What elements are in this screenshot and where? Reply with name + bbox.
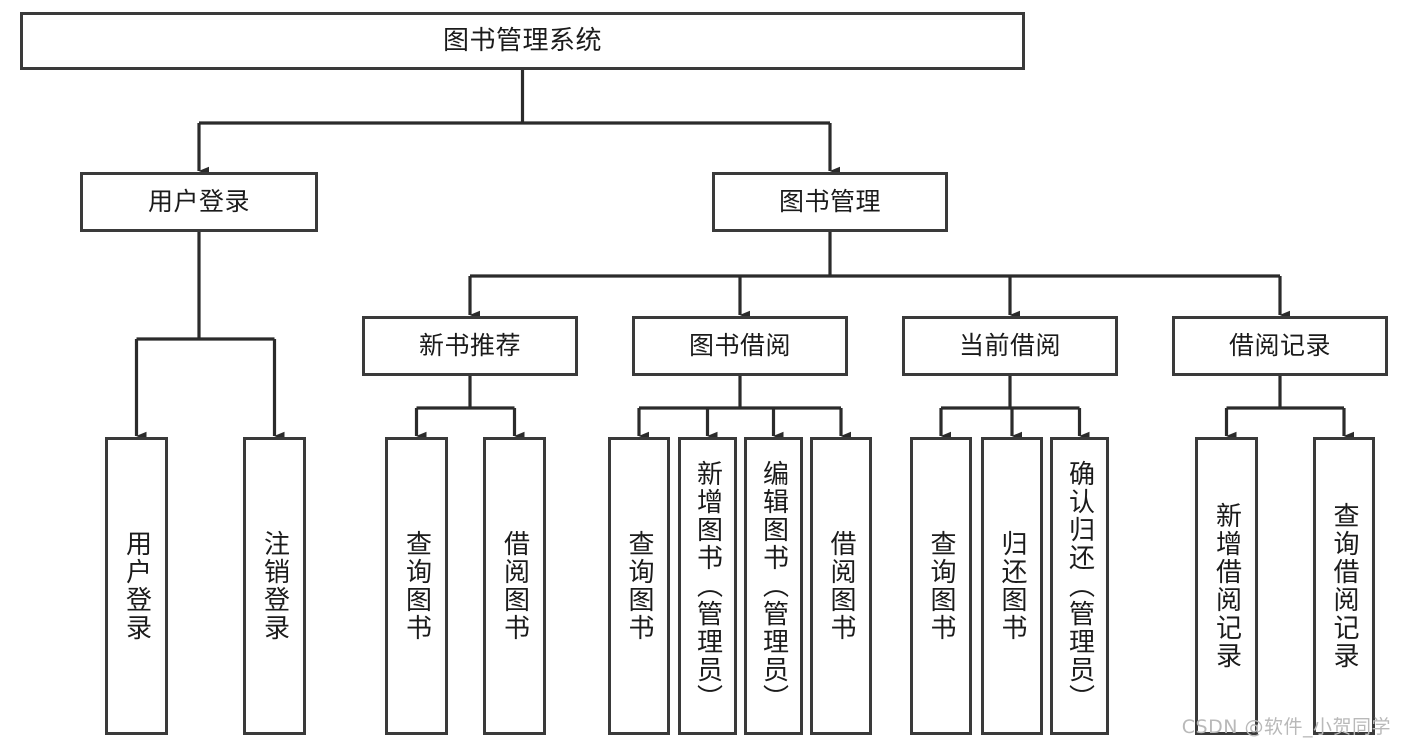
node-label: 图书管理 xyxy=(778,187,881,217)
node-leaf-edit-book[interactable]: 编辑图书（管理员） xyxy=(744,437,803,735)
node-root[interactable]: 图书管理系统 xyxy=(20,12,1025,70)
node-leaf-query-book-rec[interactable]: 查询图书 xyxy=(385,437,448,735)
node-book-borrow[interactable]: 图书借阅 xyxy=(632,316,848,376)
node-label: 查询图书 xyxy=(926,530,956,642)
node-leaf-query-book-current[interactable]: 查询图书 xyxy=(910,437,972,735)
node-leaf-confirm-return[interactable]: 确认归还（管理员） xyxy=(1050,437,1109,735)
node-label: 新增借阅记录 xyxy=(1211,502,1242,670)
node-label: 查询图书 xyxy=(401,530,432,642)
node-leaf-borrow-book-rec[interactable]: 借阅图书 xyxy=(483,437,546,735)
node-leaf-user-login[interactable]: 用户登录 xyxy=(105,437,168,735)
node-label: 用户登录 xyxy=(147,187,250,217)
node-new-book-recommend[interactable]: 新书推荐 xyxy=(362,316,578,376)
node-label: 借阅记录 xyxy=(1228,331,1331,361)
node-label: 查询图书 xyxy=(624,530,654,642)
node-leaf-add-record[interactable]: 新增借阅记录 xyxy=(1195,437,1258,735)
node-label: 新书推荐 xyxy=(418,331,521,361)
node-leaf-query-book-borrow[interactable]: 查询图书 xyxy=(608,437,670,735)
csdn-watermark: CSDN @软件_小贺同学 xyxy=(1181,716,1391,738)
node-borrow-record[interactable]: 借阅记录 xyxy=(1172,316,1388,376)
node-label: 注销登录 xyxy=(259,530,290,642)
node-leaf-borrow-book[interactable]: 借阅图书 xyxy=(810,437,872,735)
node-label: 借阅图书 xyxy=(826,530,856,642)
node-book-manage[interactable]: 图书管理 xyxy=(712,172,948,232)
node-label: 新增图书（管理员） xyxy=(692,460,723,712)
node-label: 归还图书 xyxy=(997,530,1027,642)
node-leaf-logout[interactable]: 注销登录 xyxy=(243,437,306,735)
node-label: 当前借阅 xyxy=(958,331,1061,361)
node-leaf-add-book[interactable]: 新增图书（管理员） xyxy=(678,437,737,735)
node-label: 编辑图书（管理员） xyxy=(758,460,789,712)
node-leaf-return-book[interactable]: 归还图书 xyxy=(981,437,1043,735)
node-label: 图书借阅 xyxy=(688,331,791,361)
node-leaf-query-record[interactable]: 查询借阅记录 xyxy=(1313,437,1375,735)
node-label: 查询借阅记录 xyxy=(1329,502,1359,670)
node-label: 用户登录 xyxy=(121,530,152,642)
node-current-borrow[interactable]: 当前借阅 xyxy=(902,316,1118,376)
node-label: 图书管理系统 xyxy=(442,25,602,56)
node-user-login[interactable]: 用户登录 xyxy=(80,172,318,232)
node-label: 确认归还（管理员） xyxy=(1064,460,1095,712)
node-label: 借阅图书 xyxy=(499,530,530,642)
